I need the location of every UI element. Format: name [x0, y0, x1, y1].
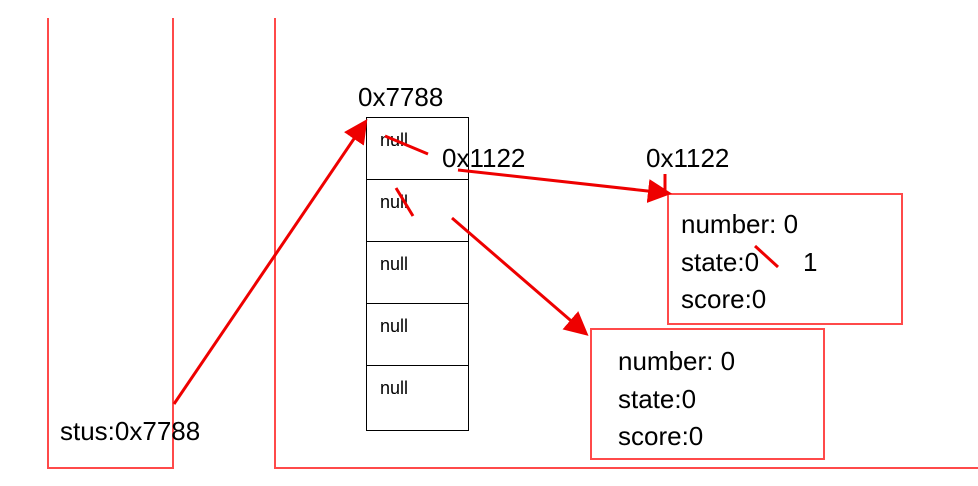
object1-new-state-value: 1 — [803, 247, 818, 277]
object1-field-state: state:0 — [681, 247, 760, 277]
array-box: null null null null null — [366, 117, 469, 431]
object2-box: number: 0 state:0 score:0 — [590, 328, 825, 460]
object1-address-label: 0x1122 — [646, 143, 730, 173]
array-cell: null — [367, 242, 468, 304]
array-cell-value: null — [380, 130, 409, 150]
object2-field-state: state:0 — [618, 384, 697, 414]
element0-reference-label: 0x1122 — [442, 143, 526, 173]
array-cell: null — [367, 180, 468, 242]
array-cell: null — [367, 118, 468, 180]
stack-frame — [47, 18, 174, 469]
array-cell: null — [367, 366, 468, 428]
array-cell-value: null — [380, 254, 409, 274]
array-cell-value: null — [380, 378, 409, 398]
array-cell: null — [367, 304, 468, 366]
object2-field-number: number: 0 — [618, 346, 736, 376]
array-cell-value: null — [380, 316, 409, 336]
object2-field-score: score:0 — [618, 421, 704, 451]
object1-field-number: number: 0 — [681, 209, 799, 239]
object1-box: number: 0 state:0 score:0 1 — [667, 193, 903, 325]
stack-variable-stus: stus:0x7788 — [60, 416, 201, 446]
array-address-label: 0x7788 — [358, 82, 444, 112]
array-cell-value: null — [380, 192, 409, 212]
object1-field-score: score:0 — [681, 284, 767, 314]
